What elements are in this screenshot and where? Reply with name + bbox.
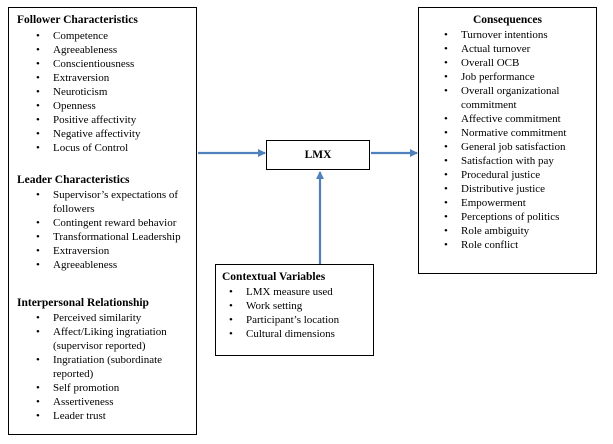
list-item: Actual turnover bbox=[444, 42, 595, 56]
follower-characteristics-heading: Follower Characteristics bbox=[17, 14, 138, 26]
interpersonal-relationship-heading: Interpersonal Relationship bbox=[17, 297, 149, 309]
contextual-variables-heading: Contextual Variables bbox=[222, 271, 326, 283]
list-item: Perceived similarity bbox=[36, 311, 195, 325]
list-item: Overall OCB bbox=[444, 56, 595, 70]
list-item: Overall organizational commitment bbox=[444, 84, 595, 112]
list-item: Assertiveness bbox=[36, 395, 195, 409]
list-item: Extraversion bbox=[36, 71, 195, 85]
leader-characteristics-heading: Leader Characteristics bbox=[17, 174, 130, 186]
consequences-box: Consequences Turnover intentions Actual … bbox=[418, 7, 597, 274]
contextual-variables-box: Contextual Variables LMX measure used Wo… bbox=[215, 264, 374, 356]
list-item: Turnover intentions bbox=[444, 28, 595, 42]
list-item: Distributive justice bbox=[444, 182, 595, 196]
follower-characteristics-list: Competence Agreeableness Conscientiousne… bbox=[36, 29, 195, 155]
list-item: Empowerment bbox=[444, 196, 595, 210]
antecedents-box: Follower Characteristics Competence Agre… bbox=[8, 7, 197, 435]
list-item: Self promotion bbox=[36, 381, 195, 395]
list-item: Perceptions of politics bbox=[444, 210, 595, 224]
list-item: LMX measure used bbox=[229, 285, 370, 299]
list-item: Normative commitment bbox=[444, 126, 595, 140]
list-item: Ingratiation (subordinate reported) bbox=[36, 353, 195, 381]
list-item: Transformational Leadership bbox=[36, 230, 195, 244]
contextual-variables-list: LMX measure used Work setting Participan… bbox=[229, 285, 370, 341]
list-item: Role conflict bbox=[444, 238, 595, 252]
list-item: Conscientiousness bbox=[36, 57, 195, 71]
list-item: Role ambiguity bbox=[444, 224, 595, 238]
list-item: Positive affectivity bbox=[36, 113, 195, 127]
list-item: Procedural justice bbox=[444, 168, 595, 182]
list-item: Extraversion bbox=[36, 244, 195, 258]
lmx-label: LMX bbox=[304, 149, 332, 161]
list-item: Contingent reward behavior bbox=[36, 216, 195, 230]
list-item: Openness bbox=[36, 99, 195, 113]
list-item: Satisfaction with pay bbox=[444, 154, 595, 168]
list-item: Leader trust bbox=[36, 409, 195, 423]
consequences-heading: Consequences bbox=[472, 14, 542, 26]
leader-characteristics-list: Supervisor’s expectations of followers C… bbox=[36, 188, 195, 272]
list-item: Locus of Control bbox=[36, 141, 195, 155]
list-item: Neuroticism bbox=[36, 85, 195, 99]
list-item: Participant’s location bbox=[229, 313, 370, 327]
list-item: Affective commitment bbox=[444, 112, 595, 126]
list-item: Agreeableness bbox=[36, 43, 195, 57]
list-item: General job satisfaction bbox=[444, 140, 595, 154]
list-item: Work setting bbox=[229, 299, 370, 313]
lmx-box: LMX bbox=[266, 140, 370, 170]
list-item: Job performance bbox=[444, 70, 595, 84]
list-item: Agreeableness bbox=[36, 258, 195, 272]
list-item: Supervisor’s expectations of followers bbox=[36, 188, 195, 216]
list-item: Affect/Liking ingratiation (supervisor r… bbox=[36, 325, 195, 353]
list-item: Negative affectivity bbox=[36, 127, 195, 141]
list-item: Cultural dimensions bbox=[229, 327, 370, 341]
consequences-list: Turnover intentions Actual turnover Over… bbox=[444, 28, 595, 252]
list-item: Competence bbox=[36, 29, 195, 43]
interpersonal-relationship-list: Perceived similarity Affect/Liking ingra… bbox=[36, 311, 195, 423]
